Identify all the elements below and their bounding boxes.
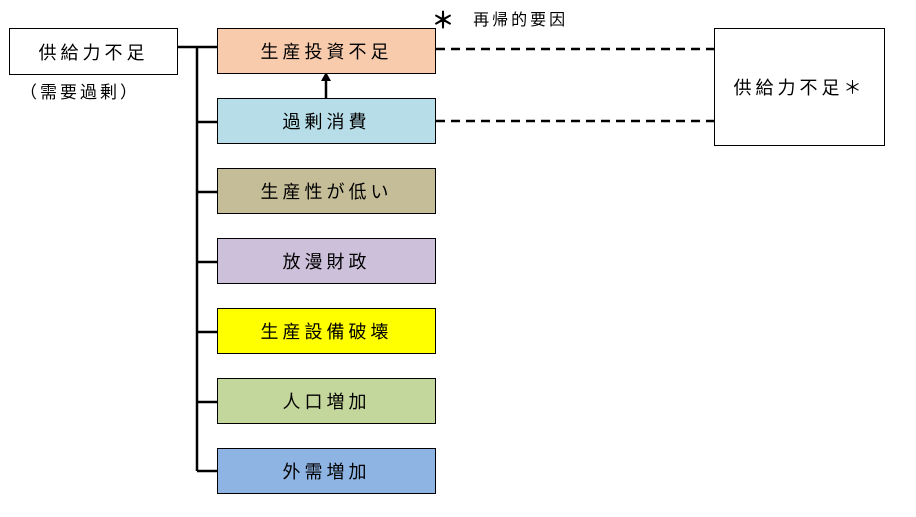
cause-box-external-demand: 外需増加 (217, 448, 436, 494)
cause-box-population: 人口増加 (217, 378, 436, 424)
cause-label: 生産性が低い (260, 182, 393, 203)
cause-label: 生産設備破壊 (260, 322, 393, 343)
cause-box-destruction: 生産設備破壊 (217, 308, 436, 354)
cause-box-investment: 生産投資不足 (217, 28, 436, 74)
recursive-label: 供給力不足＊ (733, 78, 866, 99)
cause-label: 放漫財政 (282, 252, 371, 273)
arrow-head (321, 72, 331, 81)
recursive-box: 供給力不足＊ (714, 28, 885, 146)
recursive-note: ＊ 再帰的要因 (432, 3, 568, 35)
cause-box-fiscal: 放漫財政 (217, 238, 436, 284)
asterisk-mark: ＊ (432, 9, 455, 34)
root-sublabel: （需要過剰） (20, 83, 140, 103)
cause-label: 人口増加 (282, 392, 371, 413)
cause-box-consumption: 過剰消費 (217, 98, 436, 144)
cause-label: 外需増加 (282, 462, 371, 483)
note-text: 再帰的要因 (473, 10, 569, 29)
root-label: 供給力不足 (38, 42, 149, 64)
cause-box-productivity: 生産性が低い (217, 168, 436, 214)
cause-label: 生産投資不足 (260, 42, 393, 63)
root-box: 供給力不足 (9, 28, 178, 75)
cause-label: 過剰消費 (282, 112, 371, 133)
